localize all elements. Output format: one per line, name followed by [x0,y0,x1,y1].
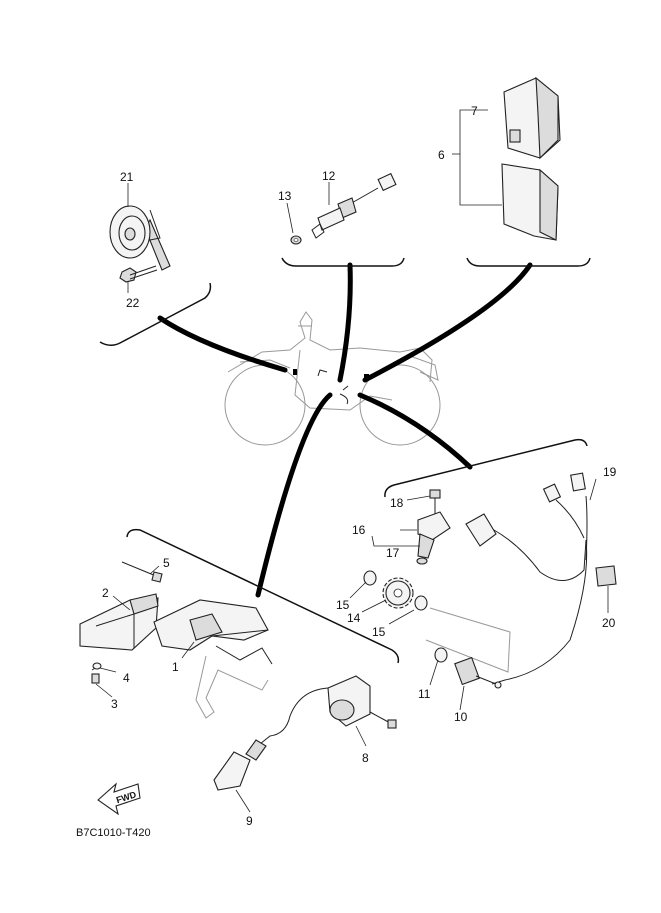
callout-6: 6 [438,148,445,162]
clamp-icon [595,565,617,587]
lower-left-group [79,561,397,813]
callout-14: 14 [347,611,361,625]
callout-20: 20 [602,616,616,630]
pickup-sensor-icon [416,511,451,565]
sensor-group [286,172,397,245]
callout-7: 7 [471,104,478,118]
callout-22: 22 [126,296,140,310]
switch-washer-icon [434,647,448,663]
group-leader-lines [157,262,533,598]
callout-10: 10 [454,710,468,724]
spark-plug-cap-icon [213,687,329,791]
callout-17: 17 [386,546,400,560]
bracket-frames [99,257,591,664]
shaft-icon [425,607,511,673]
callout-16: 16 [352,523,366,537]
neutral-switch-icon [454,656,502,689]
callout-1: 1 [172,660,179,674]
bracket-wire-icon [195,645,273,719]
gear-icon [382,577,414,609]
callout-9: 9 [246,814,253,828]
callout-21: 21 [120,170,134,184]
ecu-unit-icon [501,163,559,241]
bike-markers [293,369,369,405]
callout-19: 19 [603,465,617,479]
callout-5: 5 [163,556,170,570]
diagram-code: B7C1010-T420 [76,827,151,839]
collar-small-icon [92,662,102,670]
cover-left-icon [79,593,159,651]
ecu-cover-icon [503,76,561,160]
pickup-group [349,472,617,711]
callout-12: 12 [322,169,336,183]
wire-harness-icon [465,472,588,685]
callout-4: 4 [123,671,130,685]
sensor-washer-icon [290,235,302,245]
cable-tie-icon [121,561,163,583]
callout-11: 11 [418,687,431,701]
horn-bolt-icon [119,265,158,283]
callout-18: 18 [390,496,404,510]
callout-15b: 15 [372,625,386,639]
callout-15a: 15 [336,598,350,612]
horn-icon [109,205,171,271]
motorcycle-silhouette [224,311,441,446]
ignition-coil-icon [327,675,397,729]
pickup-bolt-icon [429,489,441,514]
ecu-group [452,76,561,241]
cover-right-icon [153,599,269,651]
callout-labels: 21 22 12 13 7 6 19 18 16 17 15 14 15 20 … [102,104,617,828]
fwd-arrow-icon: FWD [97,782,141,816]
collar-icon [363,570,428,611]
callout-13: 13 [278,189,292,203]
horn-group [109,183,171,293]
sensor-connector-icon [311,172,397,239]
callout-3: 3 [111,697,118,711]
callout-2: 2 [102,586,109,600]
callout-8: 8 [362,751,369,765]
